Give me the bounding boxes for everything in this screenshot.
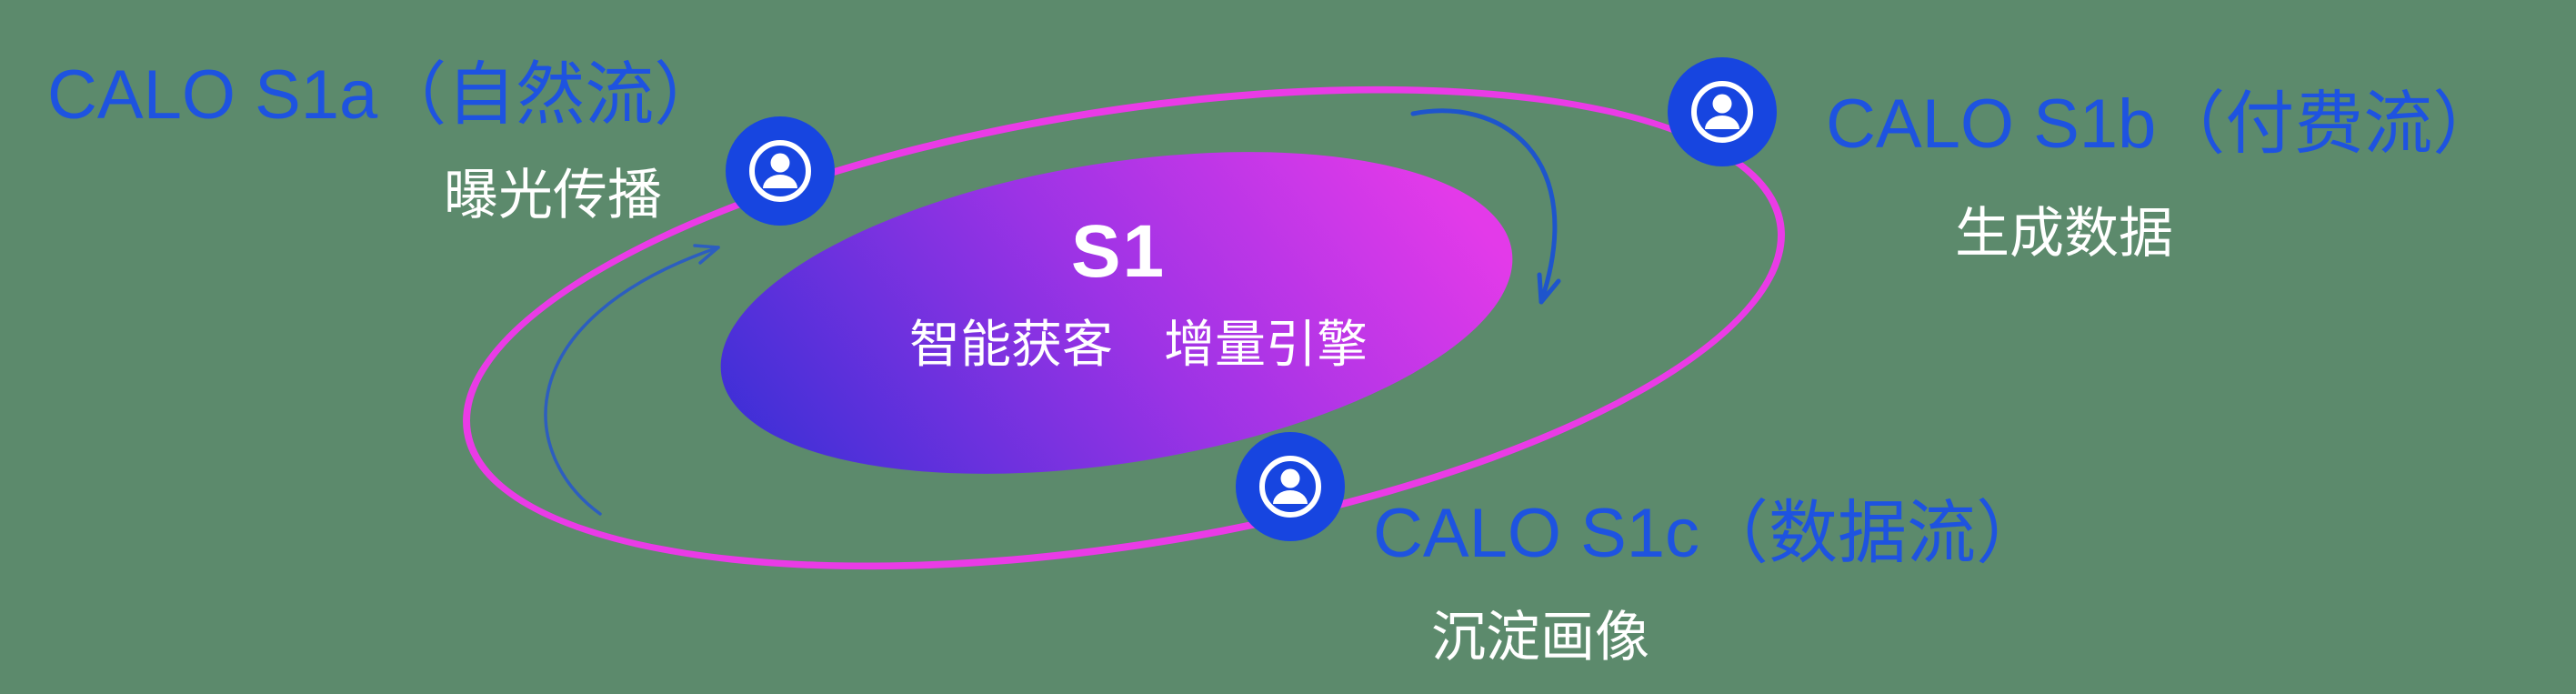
center-title: S1 (1070, 210, 1167, 293)
node-s1b (1668, 57, 1777, 166)
center-subtitle: 智能获客 增量引擎 (909, 316, 1368, 374)
user-circle-icon (1668, 57, 1777, 166)
center-text-block: S1 智能获客 增量引擎 (909, 210, 1368, 377)
label-s1c: CALO S1c（数据流） (1373, 495, 2046, 572)
node-s1c (1236, 432, 1345, 541)
sublabel-s1b: 生成数据 (1955, 203, 2173, 264)
label-s1b: CALO S1b（付费流） (1826, 85, 2502, 163)
user-circle-icon (1236, 432, 1345, 541)
label-s1a: CALO S1a（自然流） (47, 56, 724, 134)
sublabel-s1a: 曝光传播 (444, 165, 662, 226)
sublabel-s1c: 沉淀画像 (1431, 607, 1649, 668)
node-s1a (726, 116, 835, 226)
user-circle-icon (726, 116, 835, 226)
